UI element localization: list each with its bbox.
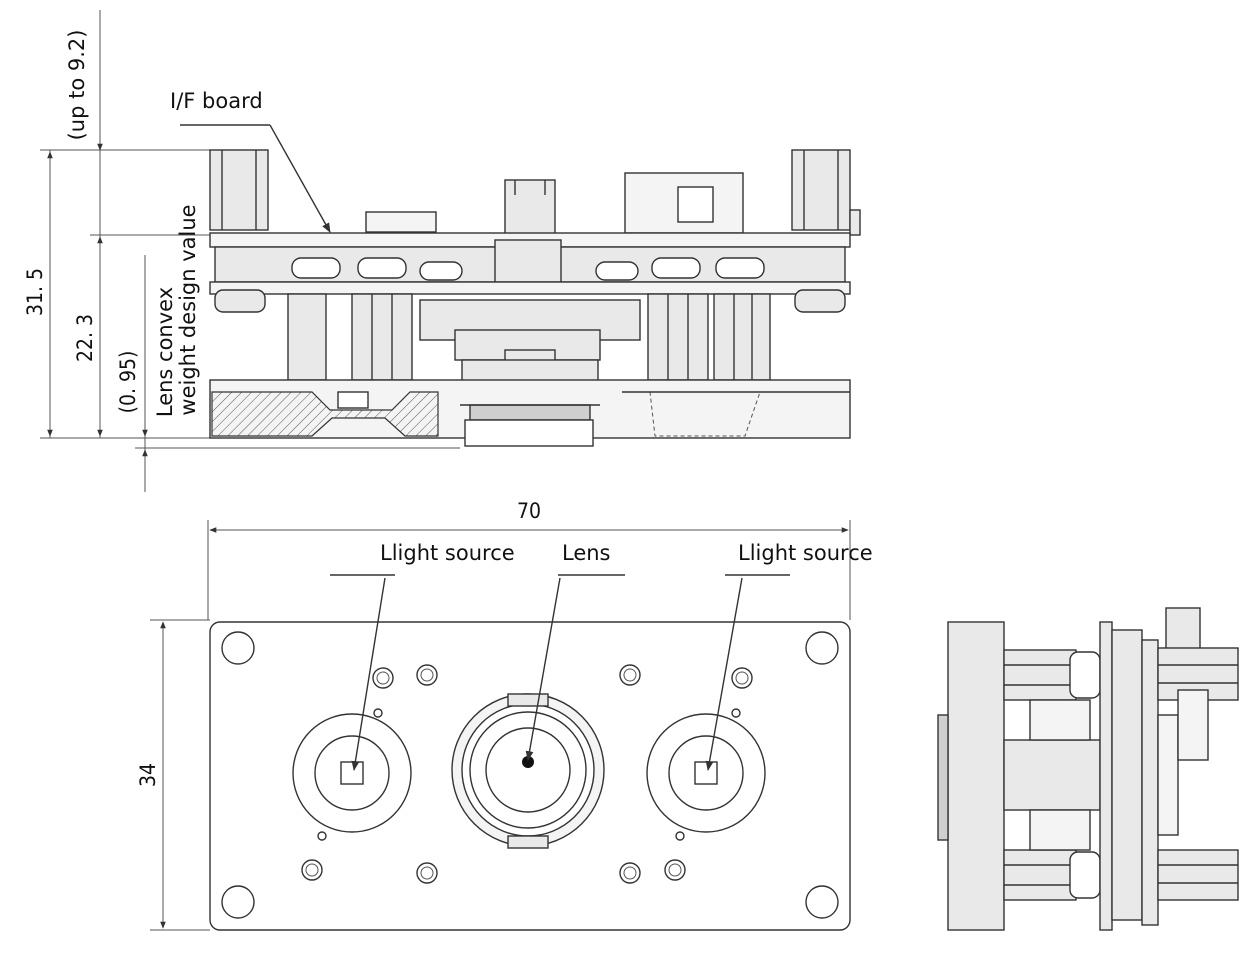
body-height-dimension: 22. 3 [73, 314, 97, 362]
width-dimension: 70 [517, 499, 541, 523]
right-light-source [646, 713, 766, 833]
lens-convex-label-line2: weight design value [176, 204, 200, 415]
lens [451, 693, 605, 849]
light-source-left-label: Llight source [380, 541, 515, 565]
lens-label: Lens [562, 541, 611, 565]
front-view: 70 34 [136, 499, 873, 931]
up-to-dimension: (up to 9.2) [65, 30, 89, 141]
lens-protrusion-dimension: (0. 95) [116, 351, 140, 414]
left-light-source [292, 713, 412, 833]
screw-heads [291, 257, 765, 281]
height-dimension: 34 [136, 763, 160, 787]
side-view: (up to 9.2) 31. 5 22. 3 (0. 95) Lens con… [23, 10, 861, 492]
mounting-holes [301, 664, 753, 884]
spacer-columns [287, 293, 771, 381]
end-view [937, 607, 1239, 931]
light-source-right-label: Llight source [738, 541, 873, 565]
if-board-label: I/F board [170, 89, 263, 113]
lens-convex-label-line1: Lens convex [153, 287, 177, 417]
overall-height-dimension: 31. 5 [23, 268, 47, 316]
